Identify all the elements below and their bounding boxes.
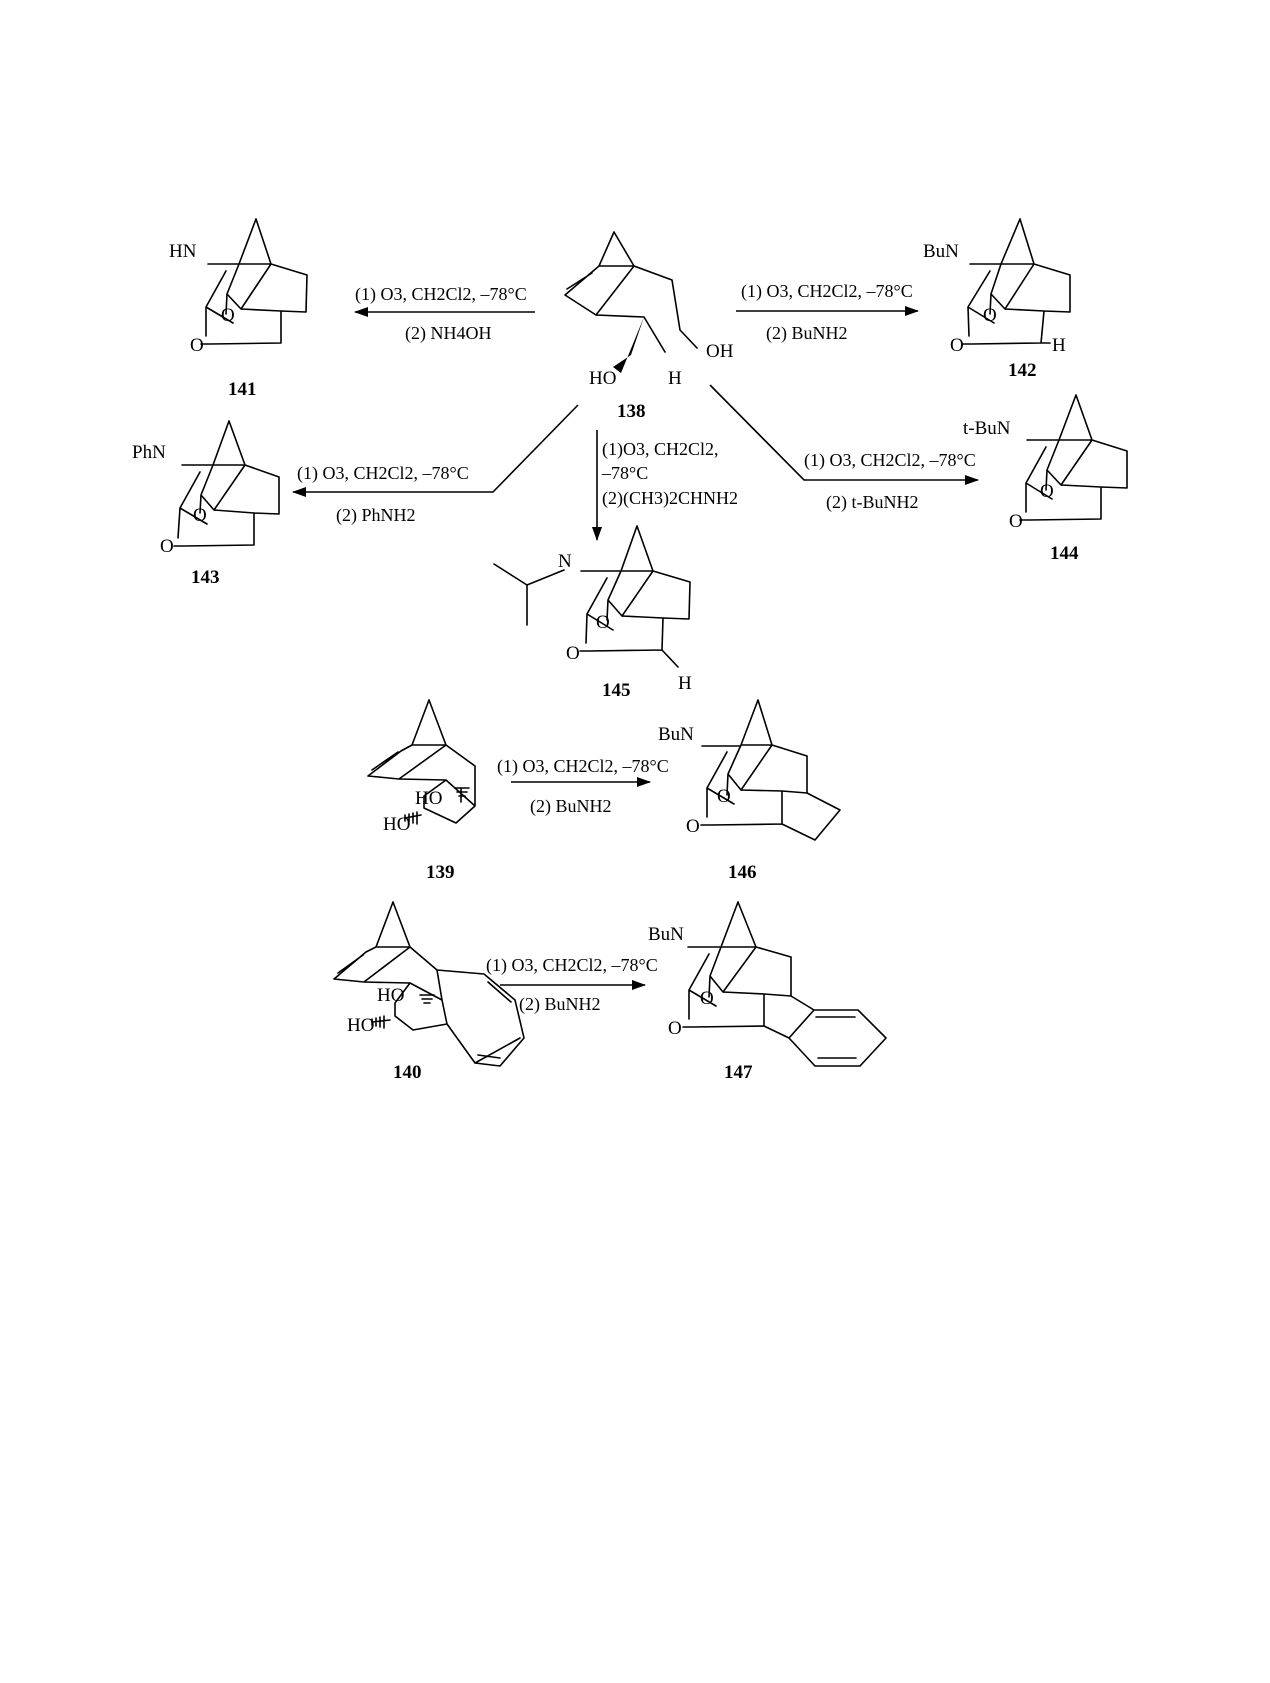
compound-143: PhN O O 143 [132, 420, 280, 588]
h-label: H [668, 368, 682, 389]
arrow-to-145: (1)O3, CH2Cl2, –78°C (2)(CH3)2CHNH2 [592, 430, 738, 541]
o-label-bridge: O [596, 612, 610, 633]
ho-label-2: HO [383, 814, 410, 835]
condition-step2: (2) BuNH2 [766, 323, 848, 344]
o-label-bridge: O [193, 505, 207, 526]
o-label-ring: O [190, 335, 204, 356]
o-label-ring: O [686, 816, 700, 837]
arrow-to-142: (1) O3, CH2Cl2, –78°C (2) BuNH2 [736, 281, 919, 344]
o-label-ring: O [1009, 511, 1023, 532]
o-label-ring: O [566, 643, 580, 664]
n-label: N [558, 551, 572, 572]
arrow-to-146: (1) O3, CH2Cl2, –78°C (2) BuNH2 [497, 756, 669, 817]
condition-step1: (1) O3, CH2Cl2, –78°C [486, 955, 658, 976]
o-label-bridge: O [700, 988, 714, 1009]
condition-step2: (2) BuNH2 [519, 994, 601, 1015]
ho-label-2: HO [347, 1015, 374, 1036]
condition-step2: (2)(CH3)2CHNH2 [602, 488, 738, 509]
compound-139: HO HO 139 [367, 699, 476, 883]
n-label: BuN [658, 724, 694, 745]
compound-145: N O O H 145 [493, 525, 692, 701]
condition-step1: (1) O3, CH2Cl2, –78°C [297, 463, 469, 484]
condition-step1: (1) O3, CH2Cl2, –78°C [497, 756, 669, 777]
n-label: PhN [132, 442, 166, 463]
arrow-to-144: (1) O3, CH2Cl2, –78°C (2) t-BuNH2 [709, 384, 979, 513]
compound-140: HO HO 140 [333, 901, 525, 1083]
condition-step1: (1) O3, CH2Cl2, –78°C [741, 281, 913, 302]
o-label-ring: O [950, 335, 964, 356]
compound-number: 144 [1050, 543, 1079, 564]
condition-step2: (2) BuNH2 [530, 796, 612, 817]
n-label: t-BuN [963, 418, 1011, 439]
compound-138: OH HO H 138 [564, 231, 734, 422]
n-label: BuN [923, 241, 959, 262]
condition-step1: (1) O3, CH2Cl2, –78°C [355, 284, 527, 305]
condition-step2: (2) t-BuNH2 [826, 492, 919, 513]
arrow-to-147: (1) O3, CH2Cl2, –78°C (2) BuNH2 [486, 955, 658, 1015]
o-label-bridge: O [983, 305, 997, 326]
compound-number: 140 [393, 1062, 422, 1083]
condition-step2: (2) PhNH2 [336, 505, 416, 526]
h-label: H [678, 673, 692, 694]
oh-label: OH [706, 341, 734, 362]
n-label: BuN [648, 924, 684, 945]
n-label: HN [169, 241, 197, 262]
h-label: H [1052, 335, 1066, 356]
o-label-bridge: O [221, 305, 235, 326]
condition-step1: (1) O3, CH2Cl2, –78°C [804, 450, 976, 471]
compound-number: 146 [728, 862, 757, 883]
compound-147: BuN O O 147 [648, 901, 887, 1083]
o-label-bridge: O [717, 786, 731, 807]
arrow-to-143: (1) O3, CH2Cl2, –78°C (2) PhNH2 [292, 404, 579, 526]
compound-number: 139 [426, 862, 455, 883]
compound-number: 143 [191, 567, 220, 588]
compound-number: 147 [724, 1062, 753, 1083]
condition-step1a: (1)O3, CH2Cl2, [602, 439, 719, 460]
ho-label-1: HO [415, 788, 442, 809]
compound-number: 145 [602, 680, 631, 701]
ho-label: HO [589, 368, 616, 389]
o-label-ring: O [160, 536, 174, 557]
compound-146: BuN O O 146 [658, 699, 841, 883]
condition-step2: (2) NH4OH [405, 323, 491, 344]
compound-141: HN O O 141 [169, 218, 308, 400]
o-label-ring: O [668, 1018, 682, 1039]
compound-number: 141 [228, 379, 257, 400]
compound-number: 142 [1008, 360, 1037, 381]
condition-step1b: –78°C [601, 463, 648, 483]
compound-144: t-BuN O O 144 [963, 394, 1128, 564]
ho-label-1: HO [377, 985, 404, 1006]
compound-number: 138 [617, 401, 646, 422]
compound-142: BuN O O H 142 [923, 218, 1071, 381]
arrow-to-141: (1) O3, CH2Cl2, –78°C (2) NH4OH [354, 284, 535, 344]
o-label-bridge: O [1040, 481, 1054, 502]
